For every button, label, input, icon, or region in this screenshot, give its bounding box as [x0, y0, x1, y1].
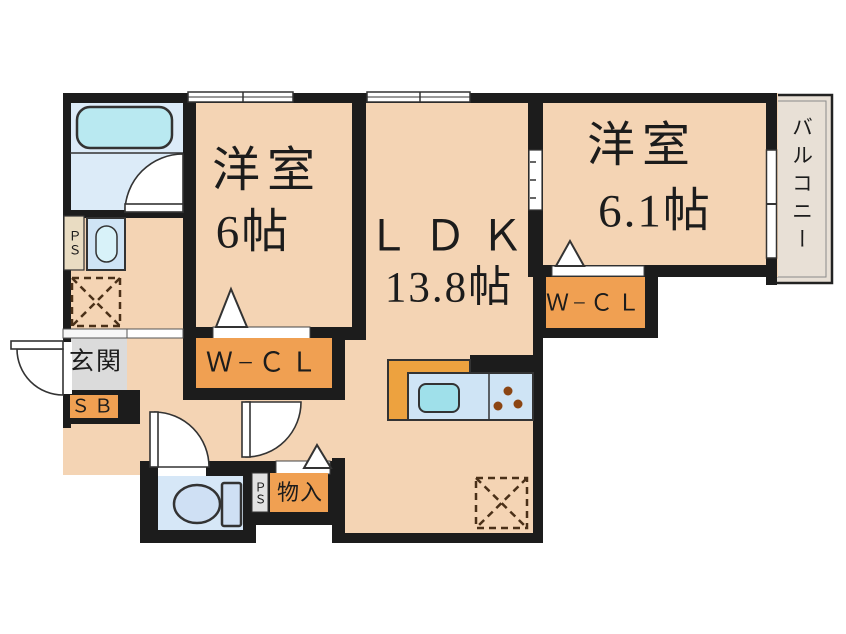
bedroom-left-floor: [183, 103, 366, 340]
ldk-name: ＬＤＫ: [366, 213, 538, 261]
appliance-spots: [70, 276, 529, 530]
closet-right: [546, 277, 645, 328]
ldk-size: 13.8帖: [384, 264, 514, 312]
wall-bedroom-left-west: [183, 103, 196, 337]
doorway-bedroom-right: [551, 265, 645, 277]
door-markers: [214, 238, 586, 469]
washbasin-icon: [86, 217, 126, 271]
sliding-door-bedroom-right-icon: [528, 149, 543, 211]
pipe-space-bottom: [251, 472, 269, 513]
entrance-label: 玄関: [68, 348, 124, 376]
ldk-floor: [345, 103, 543, 543]
wall-ldk-south: [332, 533, 543, 543]
entrance-floor: [70, 337, 127, 390]
bedroom-left-size: 6帖: [215, 206, 291, 259]
toilet-icon: [172, 481, 243, 528]
closet-left: [196, 338, 332, 388]
balcony-label: バルコニー: [789, 116, 814, 256]
doorway-entrance: [62, 342, 72, 394]
storage-label: 物入: [276, 480, 324, 505]
door-ldk-icon: [241, 401, 302, 458]
fridge-space-icon: [474, 476, 529, 530]
shoe-box: [70, 395, 118, 418]
closet-left-label: Ｗ−ＣＬ: [205, 347, 323, 378]
bathtub-icon: [70, 105, 183, 154]
wall-ldk-west-upper: [332, 340, 345, 400]
window-bedroom-left-icon: [187, 91, 294, 103]
wall-bathroom-bottom: [63, 210, 196, 218]
shoe-box-label: ＳＢ: [70, 396, 118, 418]
door-toilet-icon: [149, 411, 210, 468]
window-ldk-icon: [366, 91, 471, 103]
pipe-space-left-label: ＰＳ: [66, 229, 82, 257]
window-balcony-icon: [765, 149, 778, 259]
fixtures: [70, 105, 543, 528]
bedroom-right-size: 6.1帖: [598, 185, 712, 238]
washroom-floor: [63, 210, 196, 337]
bedroom-right-name: 洋室: [586, 119, 698, 172]
closet-right-label: Ｗ−ＣＬ: [546, 290, 644, 316]
washroom-sliding-door-icon: [126, 328, 184, 339]
door-marker-storage: [302, 443, 333, 469]
door-marker-closet-left: [214, 286, 249, 328]
door-bathroom-icon: [124, 153, 184, 213]
stove-icon: [493, 386, 523, 411]
door-entrance-icon: [10, 340, 64, 396]
pipe-space-left: [63, 215, 85, 271]
washer-space-icon: [70, 276, 122, 328]
door-marker-bedroom-right: [554, 238, 586, 267]
doors: [10, 153, 302, 468]
sink-icon: [418, 383, 460, 413]
kitchen-counter-icon: [387, 355, 543, 421]
wall-bedroom-ldk: [352, 103, 366, 340]
entrance-step: [62, 328, 128, 339]
pipe-space-bottom-label: ＰＳ: [253, 481, 267, 505]
storage: [270, 473, 328, 512]
bedroom-left-name: 洋室: [211, 144, 323, 197]
